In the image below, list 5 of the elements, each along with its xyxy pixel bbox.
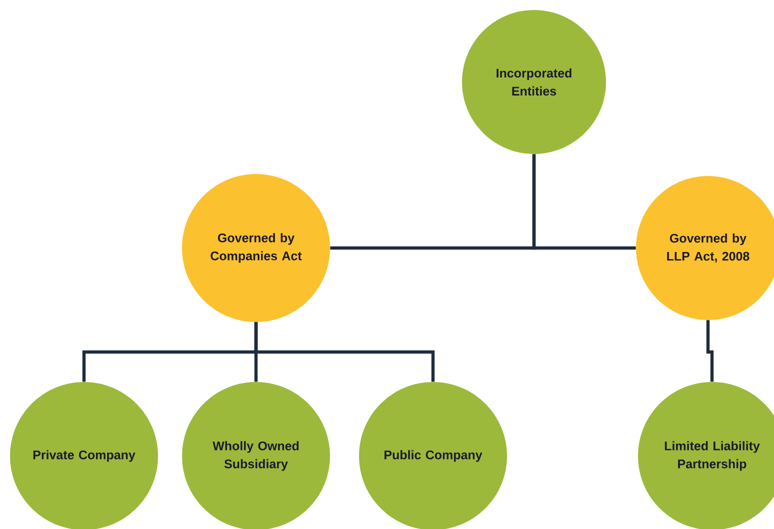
- circle-node: Governed by Companies Act: [182, 174, 330, 322]
- connector-line: [706, 320, 714, 382]
- connector-line: [532, 154, 636, 250]
- circle-node: Incorporated Entities: [462, 10, 606, 154]
- connector-line: [254, 322, 435, 382]
